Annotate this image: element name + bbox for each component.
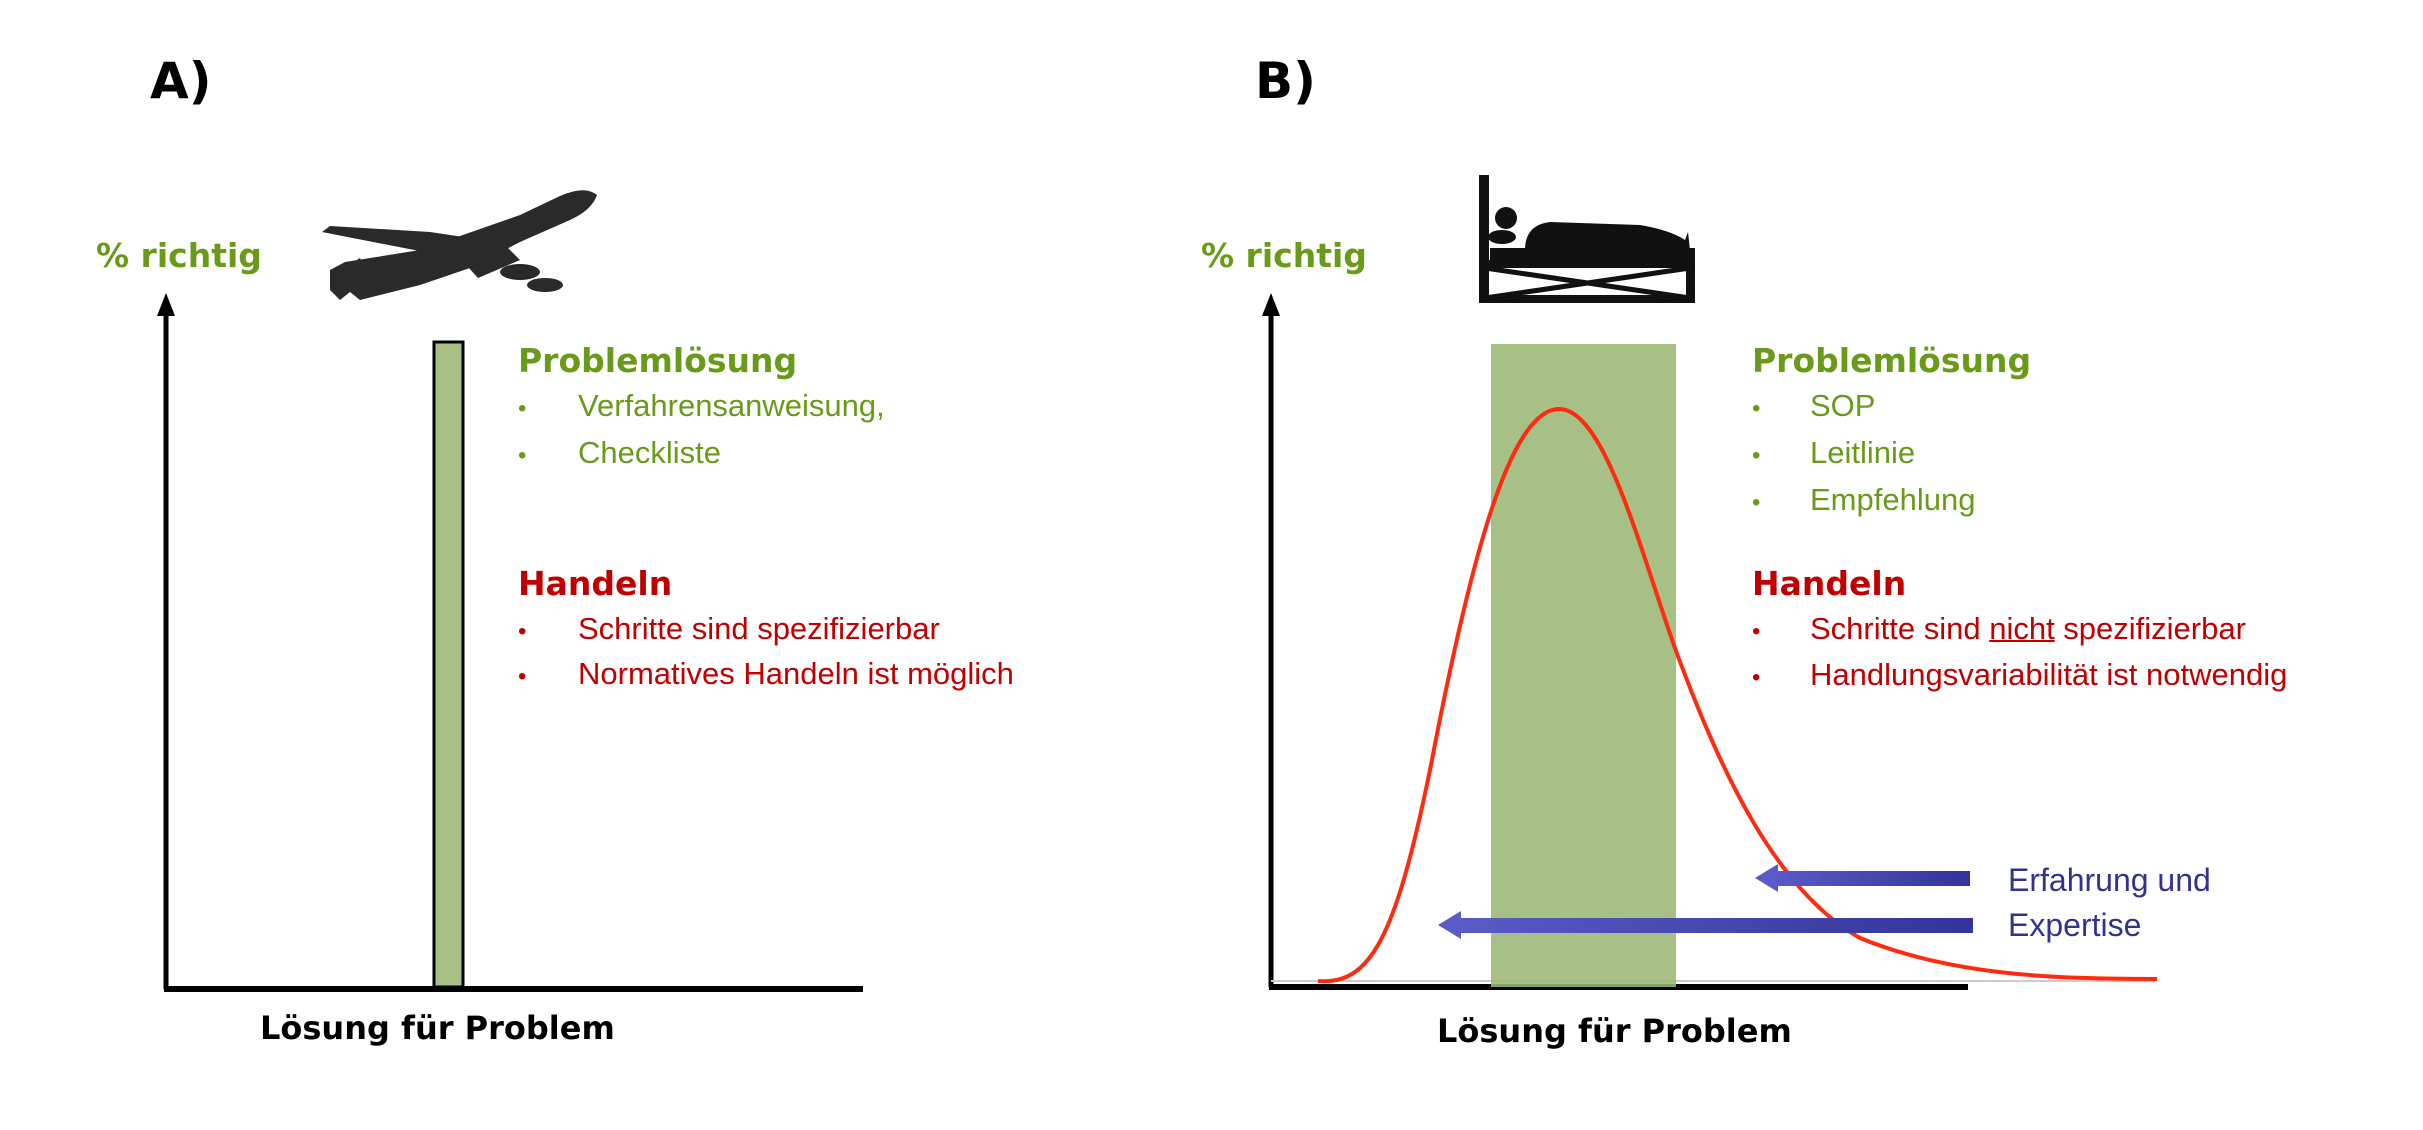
- list-item: • Handlungsvariabilität ist notwendig: [1752, 657, 2287, 693]
- y-axis-arrowhead-icon: [1262, 293, 1280, 316]
- list-item: • Checkliste: [518, 435, 721, 471]
- experience-arrow-short: [1755, 864, 1970, 892]
- list-item: • Schritte sind spezifizierbar: [518, 611, 940, 647]
- list-item: • Normatives Handeln ist möglich: [518, 656, 1014, 692]
- list-item: • Empfehlung: [1752, 482, 1975, 518]
- bullet-icon: •: [518, 395, 527, 422]
- arrow-label-line2: Expertise: [2008, 907, 2142, 943]
- patient-in-bed-icon: [1479, 175, 1695, 303]
- list-item-text: Leitlinie: [1810, 435, 1916, 470]
- panel-a-action-heading: Handeln: [518, 564, 673, 603]
- panel-a-label: A): [150, 52, 212, 110]
- list-item-text: Checkliste: [578, 435, 721, 470]
- panel-b-distribution-curve: [1317, 406, 2158, 984]
- arrow-label-line1: Erfahrung und: [2008, 862, 2211, 898]
- list-item-text: Normatives Handeln ist möglich: [578, 656, 1014, 691]
- list-item: • Leitlinie: [1752, 435, 1915, 471]
- list-item: • Schritte sind nicht spezifizierbar: [1752, 611, 2246, 647]
- panel-b-x-axis-label: Lösung für Problem: [1437, 1012, 1792, 1050]
- text-segment: Schritte sind: [1810, 611, 1990, 646]
- bullet-icon: •: [1752, 489, 1761, 516]
- bullet-icon: •: [1752, 618, 1761, 645]
- bullet-icon: •: [1752, 442, 1761, 469]
- emphasis-text: nicht: [1989, 611, 2055, 646]
- bullet-icon: •: [518, 442, 527, 469]
- list-item-text: Schritte sind nicht spezifizierbar: [1810, 611, 2246, 647]
- list-item-text: Verfahrensanweisung,: [578, 388, 885, 423]
- y-axis-arrowhead-icon: [157, 293, 175, 316]
- panel-a-y-axis: [157, 293, 175, 989]
- panel-b-label: B): [1255, 52, 1316, 110]
- panel-b-solution-range: [1491, 344, 1676, 987]
- bullet-icon: •: [1752, 664, 1761, 691]
- list-item-text: Empfehlung: [1810, 482, 1976, 517]
- list-item-text: Handlungsvariabilität ist notwendig: [1810, 657, 2288, 692]
- bullet-icon: •: [518, 663, 527, 690]
- list-item: • SOP: [1752, 388, 1875, 424]
- experience-arrow-long: [1438, 911, 1973, 939]
- panel-a-problem-heading: Problemlösung: [518, 341, 798, 380]
- panel-a-solution-bar: [432, 340, 465, 989]
- panel-a-y-axis-label: % richtig: [96, 236, 262, 275]
- text-segment: spezifizierbar: [2054, 611, 2246, 646]
- list-item-text: Schritte sind spezifizierbar: [578, 611, 940, 646]
- panel-b-y-axis: [1262, 293, 1280, 987]
- panel-b-action-heading: Handeln: [1752, 564, 1907, 603]
- list-item: • Verfahrensanweisung,: [518, 388, 885, 424]
- airplane-icon: [322, 190, 597, 300]
- panel-b-problem-heading: Problemlösung: [1752, 341, 2032, 380]
- panel-a-x-axis-label: Lösung für Problem: [260, 1009, 615, 1047]
- panel-b-y-axis-label: % richtig: [1201, 236, 1367, 275]
- bullet-icon: •: [518, 618, 527, 645]
- bullet-icon: •: [1752, 395, 1761, 422]
- list-item-text: SOP: [1810, 388, 1876, 423]
